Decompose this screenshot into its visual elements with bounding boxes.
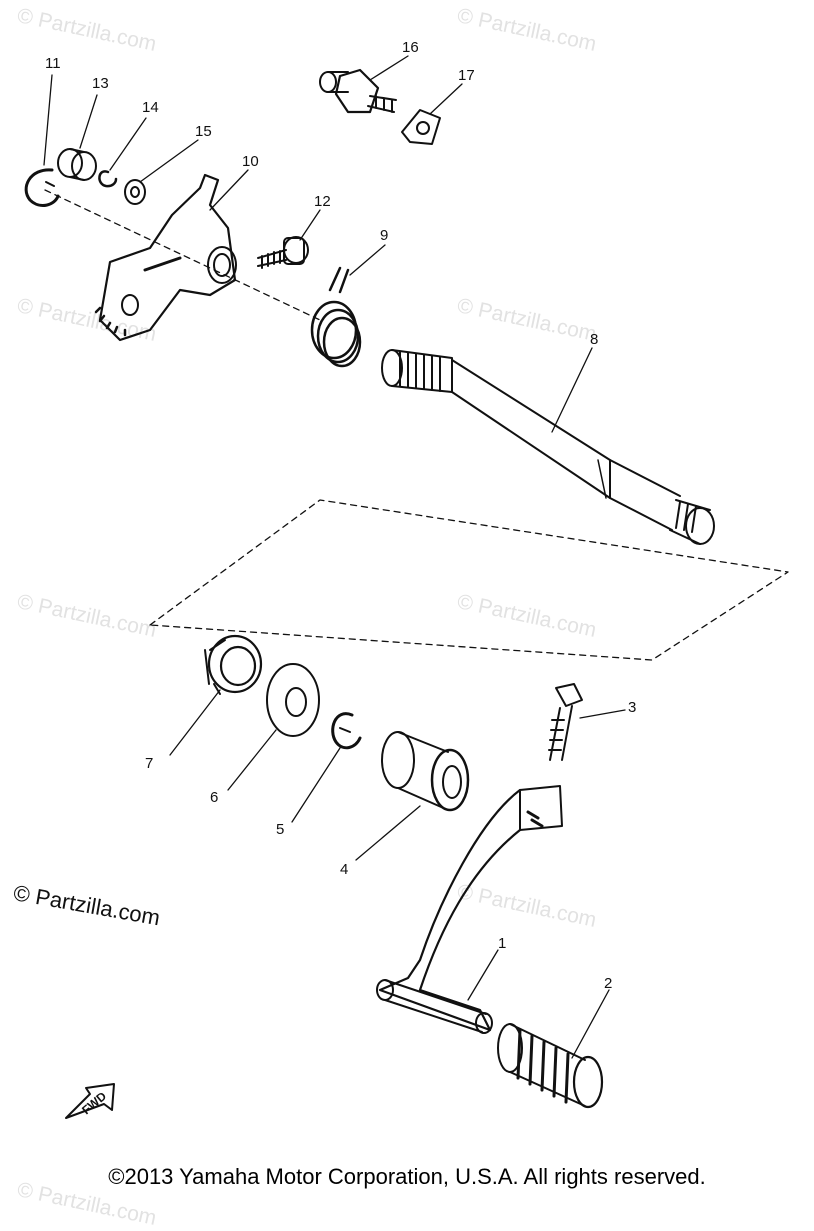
callout-labels: 11 13 14 15 10 12 9 16 17 8 7 6 5 4 3 1 … [45,39,636,992]
callout-5: 5 [276,821,284,838]
washer-part-15 [124,179,146,205]
circlip-part-11 [24,168,60,207]
callout-8: 8 [590,331,598,348]
callout-1: 1 [498,935,506,952]
oil-seal-part-7 [204,634,263,695]
shift-shaft-exploded-diagram: FWD 11 13 14 15 10 12 9 16 17 8 7 6 5 4 [24,39,789,1119]
forward-arrow-label: FWD [79,1089,109,1118]
callout-11: 11 [45,55,61,72]
callout-6: 6 [210,789,218,806]
callout-13: 13 [92,75,109,92]
return-spring-part-9 [310,266,362,368]
assembly-lines [44,189,789,661]
washer-part-17 [401,109,441,145]
shift-arm-part-10 [94,173,237,342]
collar-part-4 [381,731,470,812]
callout-10: 10 [242,153,259,170]
washer-part-6 [266,663,320,737]
callout-12: 12 [314,193,331,210]
callout-3: 3 [628,699,636,716]
pedal-rubber-part-2 [497,1023,604,1109]
callout-16: 16 [402,39,419,56]
collar-part-13 [57,148,97,181]
stud-bolt-part-16 [319,68,397,114]
bolt-part-12 [257,236,309,269]
callout-7: 7 [145,755,153,772]
leader-lines [43,55,626,1059]
callout-9: 9 [380,227,388,244]
callout-14: 14 [142,99,159,116]
pinch-bolt-part-3 [548,683,583,761]
callout-15: 15 [195,123,212,140]
shift-pedal-part-1 [376,785,563,1034]
callout-4: 4 [340,861,348,878]
copyright-notice: ©2013 Yamaha Motor Corporation, U.S.A. A… [108,1164,706,1189]
small-circlip-part-14 [98,170,118,188]
shift-shaft-part-8 [381,349,715,545]
forward-direction-arrow: FWD [65,1083,115,1119]
callout-2: 2 [604,975,612,992]
circlip-part-5 [331,712,362,750]
callout-17: 17 [458,67,475,84]
